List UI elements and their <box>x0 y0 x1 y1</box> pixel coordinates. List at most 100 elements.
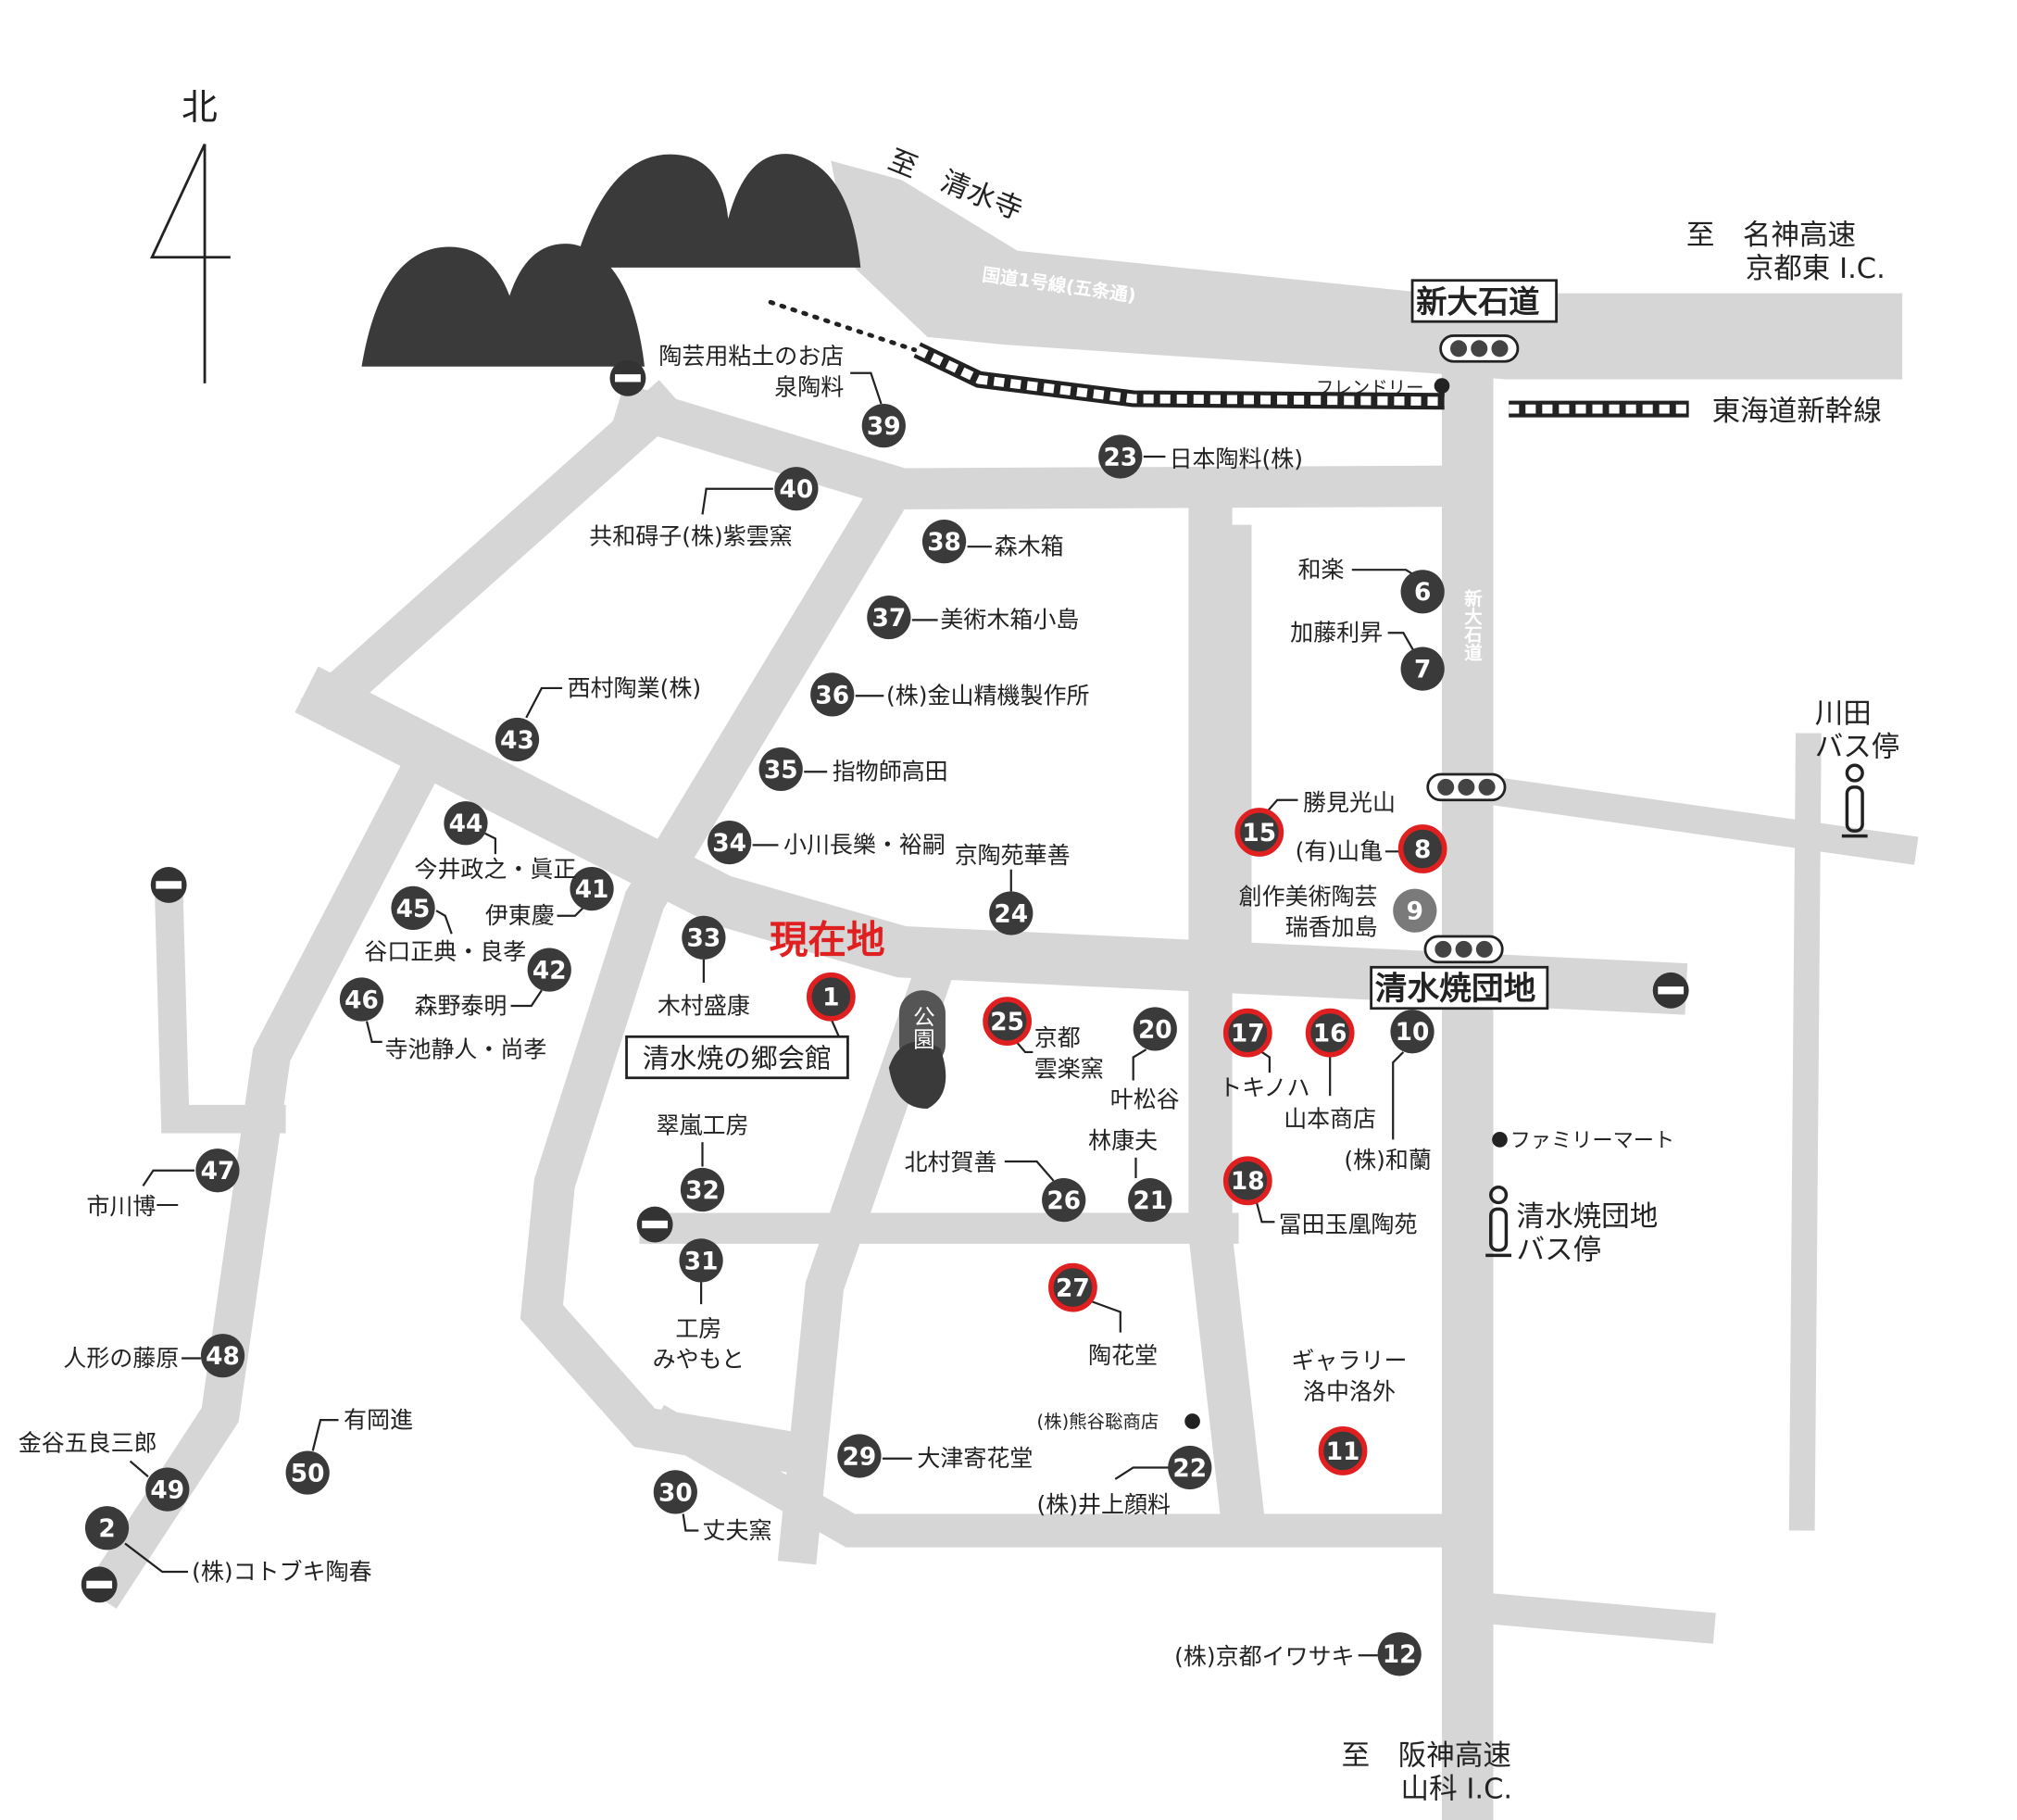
shop-marker-36[interactable]: 36(株)金山精機製作所 <box>810 672 1089 717</box>
shop-marker-6[interactable]: 6和楽 <box>1297 557 1445 614</box>
shop-marker-10[interactable]: 10 (株)和蘭 <box>1344 1010 1434 1174</box>
shop-marker-23[interactable]: 23 日本陶料(株) <box>1098 434 1303 479</box>
to-hanshin-label: 至 阪神高速 <box>1342 1739 1511 1772</box>
marker-number: 22 <box>1172 1455 1207 1483</box>
marker-circle <box>195 1148 240 1193</box>
no-entry-icon <box>1652 972 1689 1009</box>
leader-line <box>850 371 883 405</box>
leader-line <box>365 1021 382 1043</box>
marker-circle <box>1234 808 1284 857</box>
marker-label: 伊東慶 <box>485 902 555 929</box>
marker-number: 41 <box>575 876 609 904</box>
marker-number: 20 <box>1138 1016 1172 1044</box>
marker-label: 山本商店 <box>1284 1105 1376 1132</box>
shop-marker-2[interactable]: 2(株)コトブキ陶春 <box>84 1506 372 1585</box>
marker-circle <box>1390 1010 1434 1054</box>
marker-label: 人形の藤原 <box>63 1345 179 1372</box>
north-road <box>612 383 1470 509</box>
marker-number: 50 <box>291 1460 325 1487</box>
marker-number: 23 <box>1103 444 1137 471</box>
shop-marker-8[interactable]: 8(有)山亀 <box>1296 824 1447 873</box>
marker-label: 森木箱 <box>995 533 1064 560</box>
marker-circle <box>810 672 855 717</box>
marker-label: 洛中洛外 <box>1303 1378 1396 1405</box>
marker-circle <box>1128 1178 1172 1223</box>
leader-line <box>1255 1202 1275 1224</box>
shop-marker-16[interactable]: 16 山本商店 <box>1284 1008 1376 1133</box>
marker-label: 木村盛康 <box>658 992 750 1019</box>
marker-label: 京陶苑華善 <box>955 842 1071 869</box>
marker-circle <box>444 801 488 846</box>
shop-marker-24[interactable]: 24 京陶苑華善 <box>955 842 1071 935</box>
leader-line <box>525 686 563 719</box>
marker-number: 24 <box>994 900 1028 928</box>
marker-circle <box>570 866 614 911</box>
marker-circle <box>653 1470 697 1514</box>
marker-circle <box>983 997 1032 1047</box>
north-arrow: 北 <box>149 87 231 383</box>
danchi-sign <box>1370 965 1549 1010</box>
marker-number: 16 <box>1313 1021 1347 1048</box>
shinkansen-railway <box>768 299 1689 418</box>
shop-marker-12[interactable]: 12(株)京都イワサキ <box>1174 1632 1422 1676</box>
marker-label: 陶花堂 <box>1088 1342 1158 1369</box>
marker-number: 9 <box>1407 898 1423 926</box>
shinkansen-label: 東海道新幹線 <box>1712 395 1882 428</box>
leader-line <box>129 1460 149 1478</box>
marker-label: 金谷五良三郎 <box>19 1429 157 1456</box>
friendly-label: フレンドリー <box>1316 377 1424 398</box>
marker-circle <box>527 948 571 992</box>
marker-label: 清水焼の郷会館 <box>643 1043 832 1074</box>
marker-label: 日本陶料(株) <box>1170 446 1303 472</box>
marker-number: 6 <box>1414 579 1431 607</box>
marker-label: 西村陶業(株) <box>568 674 701 701</box>
leader-line <box>701 487 773 515</box>
marker-circle <box>774 467 819 511</box>
marker-number: 10 <box>1396 1019 1430 1047</box>
shop-marker-22[interactable]: 22(株)井上顔料 <box>1037 1445 1212 1518</box>
marker-label: (株)和蘭 <box>1344 1147 1431 1174</box>
marker-label: 丈夫窯 <box>702 1517 771 1544</box>
marker-label: 創作美術陶芸 <box>1239 883 1378 910</box>
leader-line <box>682 1513 699 1532</box>
marker-label: みやもと <box>653 1346 745 1373</box>
marker-number: 8 <box>1414 836 1431 864</box>
shop-marker-41[interactable]: 41 伊東慶 <box>485 866 614 929</box>
marker-label: 勝見光山 <box>1303 789 1396 816</box>
marker-number: 17 <box>1231 1021 1265 1048</box>
marker-circle <box>989 891 1034 935</box>
no-entry-signs <box>81 359 1689 1603</box>
